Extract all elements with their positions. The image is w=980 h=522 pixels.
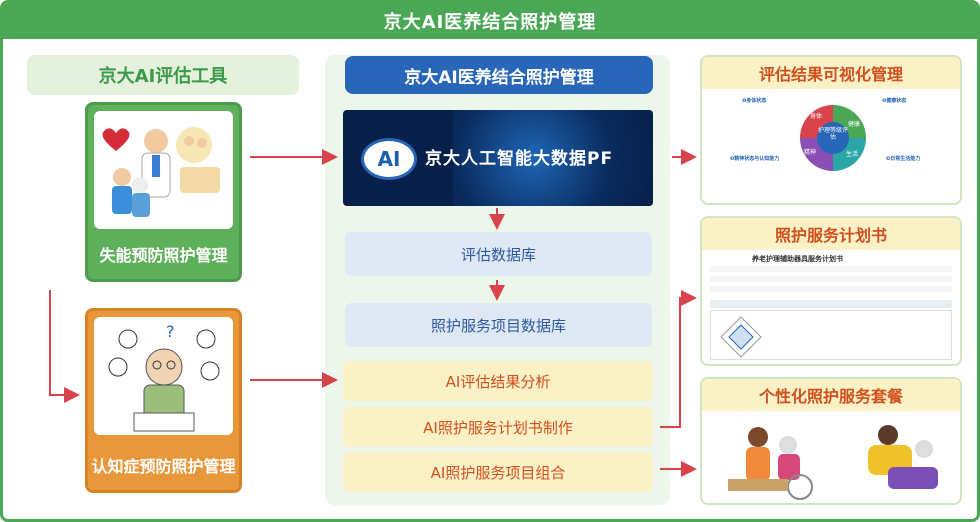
caregiving-illustration (728, 425, 938, 500)
segment-body: 身体 (810, 113, 823, 120)
service-database-box[interactable]: 照护服务项目数据库 (345, 303, 652, 347)
section-health: ❷健康状态 (882, 98, 907, 104)
visualization-card[interactable]: 评估结果可视化管理 ❶身体状态 ❷健康状态 ❸精神状态与认知能力 ❹日常生活能力… (700, 55, 962, 205)
ai-analysis-box[interactable]: AI评估结果分析 (343, 361, 653, 401)
doc-table-header (710, 300, 952, 308)
disability-care-card[interactable]: 失能预防照护管理 (85, 102, 242, 282)
segment-health: 健康 (848, 121, 861, 128)
section-mental: ❸精神状态与认知能力 (730, 156, 780, 162)
disability-care-illustration (94, 111, 233, 229)
ai-logo: AI (361, 138, 417, 180)
doc-radar-icon (720, 316, 762, 358)
ai-platform-banner[interactable]: AI 京大人工智能大数据PF (343, 110, 653, 206)
doc-row (710, 286, 952, 292)
assessment-tool-title: 京大AI评估工具 (27, 55, 299, 95)
care-plan-title: 照护服务计划书 (702, 218, 960, 250)
service-package-title: 个性化照护服务套餐 (702, 379, 960, 411)
section-body: ❶身体状态 (742, 98, 767, 104)
dementia-care-card[interactable]: ? 认知症预防照护管理 (85, 308, 242, 493)
doc-row (710, 266, 952, 272)
middle-title: 京大AI医养结合照护管理 (345, 56, 653, 94)
care-plan-card[interactable]: 照护服务计划书 养老护理辅助器具服务计划书 (700, 216, 962, 366)
dementia-care-label: 认知症预防照护管理 (91, 457, 236, 476)
disability-care-label: 失能预防照护管理 (99, 246, 228, 265)
radial-center-label: 护理等级评估 (817, 127, 848, 141)
assessment-database-box[interactable]: 评估数据库 (345, 232, 652, 276)
page-title: 京大AI医养结合照护管理 (3, 3, 977, 39)
segment-mental: 精神 (804, 149, 817, 156)
radial-chart (800, 105, 866, 171)
section-daily-life: ❹日常生活能力 (886, 156, 921, 162)
ai-service-combination-box[interactable]: AI照护服务项目组合 (343, 452, 653, 492)
dementia-care-illustration: ? (94, 317, 233, 435)
segment-life: 生活 (846, 151, 859, 158)
doc-table (710, 310, 952, 360)
doc-row (710, 276, 952, 282)
service-package-card[interactable]: 个性化照护服务套餐 (700, 377, 962, 505)
ai-platform-text: 京大人工智能大数据PF (425, 149, 614, 169)
svg-text:?: ? (166, 322, 175, 341)
banner-glow (453, 110, 653, 206)
visualization-title: 评估结果可视化管理 (702, 57, 960, 89)
ai-care-plan-box[interactable]: AI照护服务计划书制作 (343, 407, 653, 447)
care-plan-doc-title: 养老护理辅助器具服务计划书 (752, 255, 843, 263)
